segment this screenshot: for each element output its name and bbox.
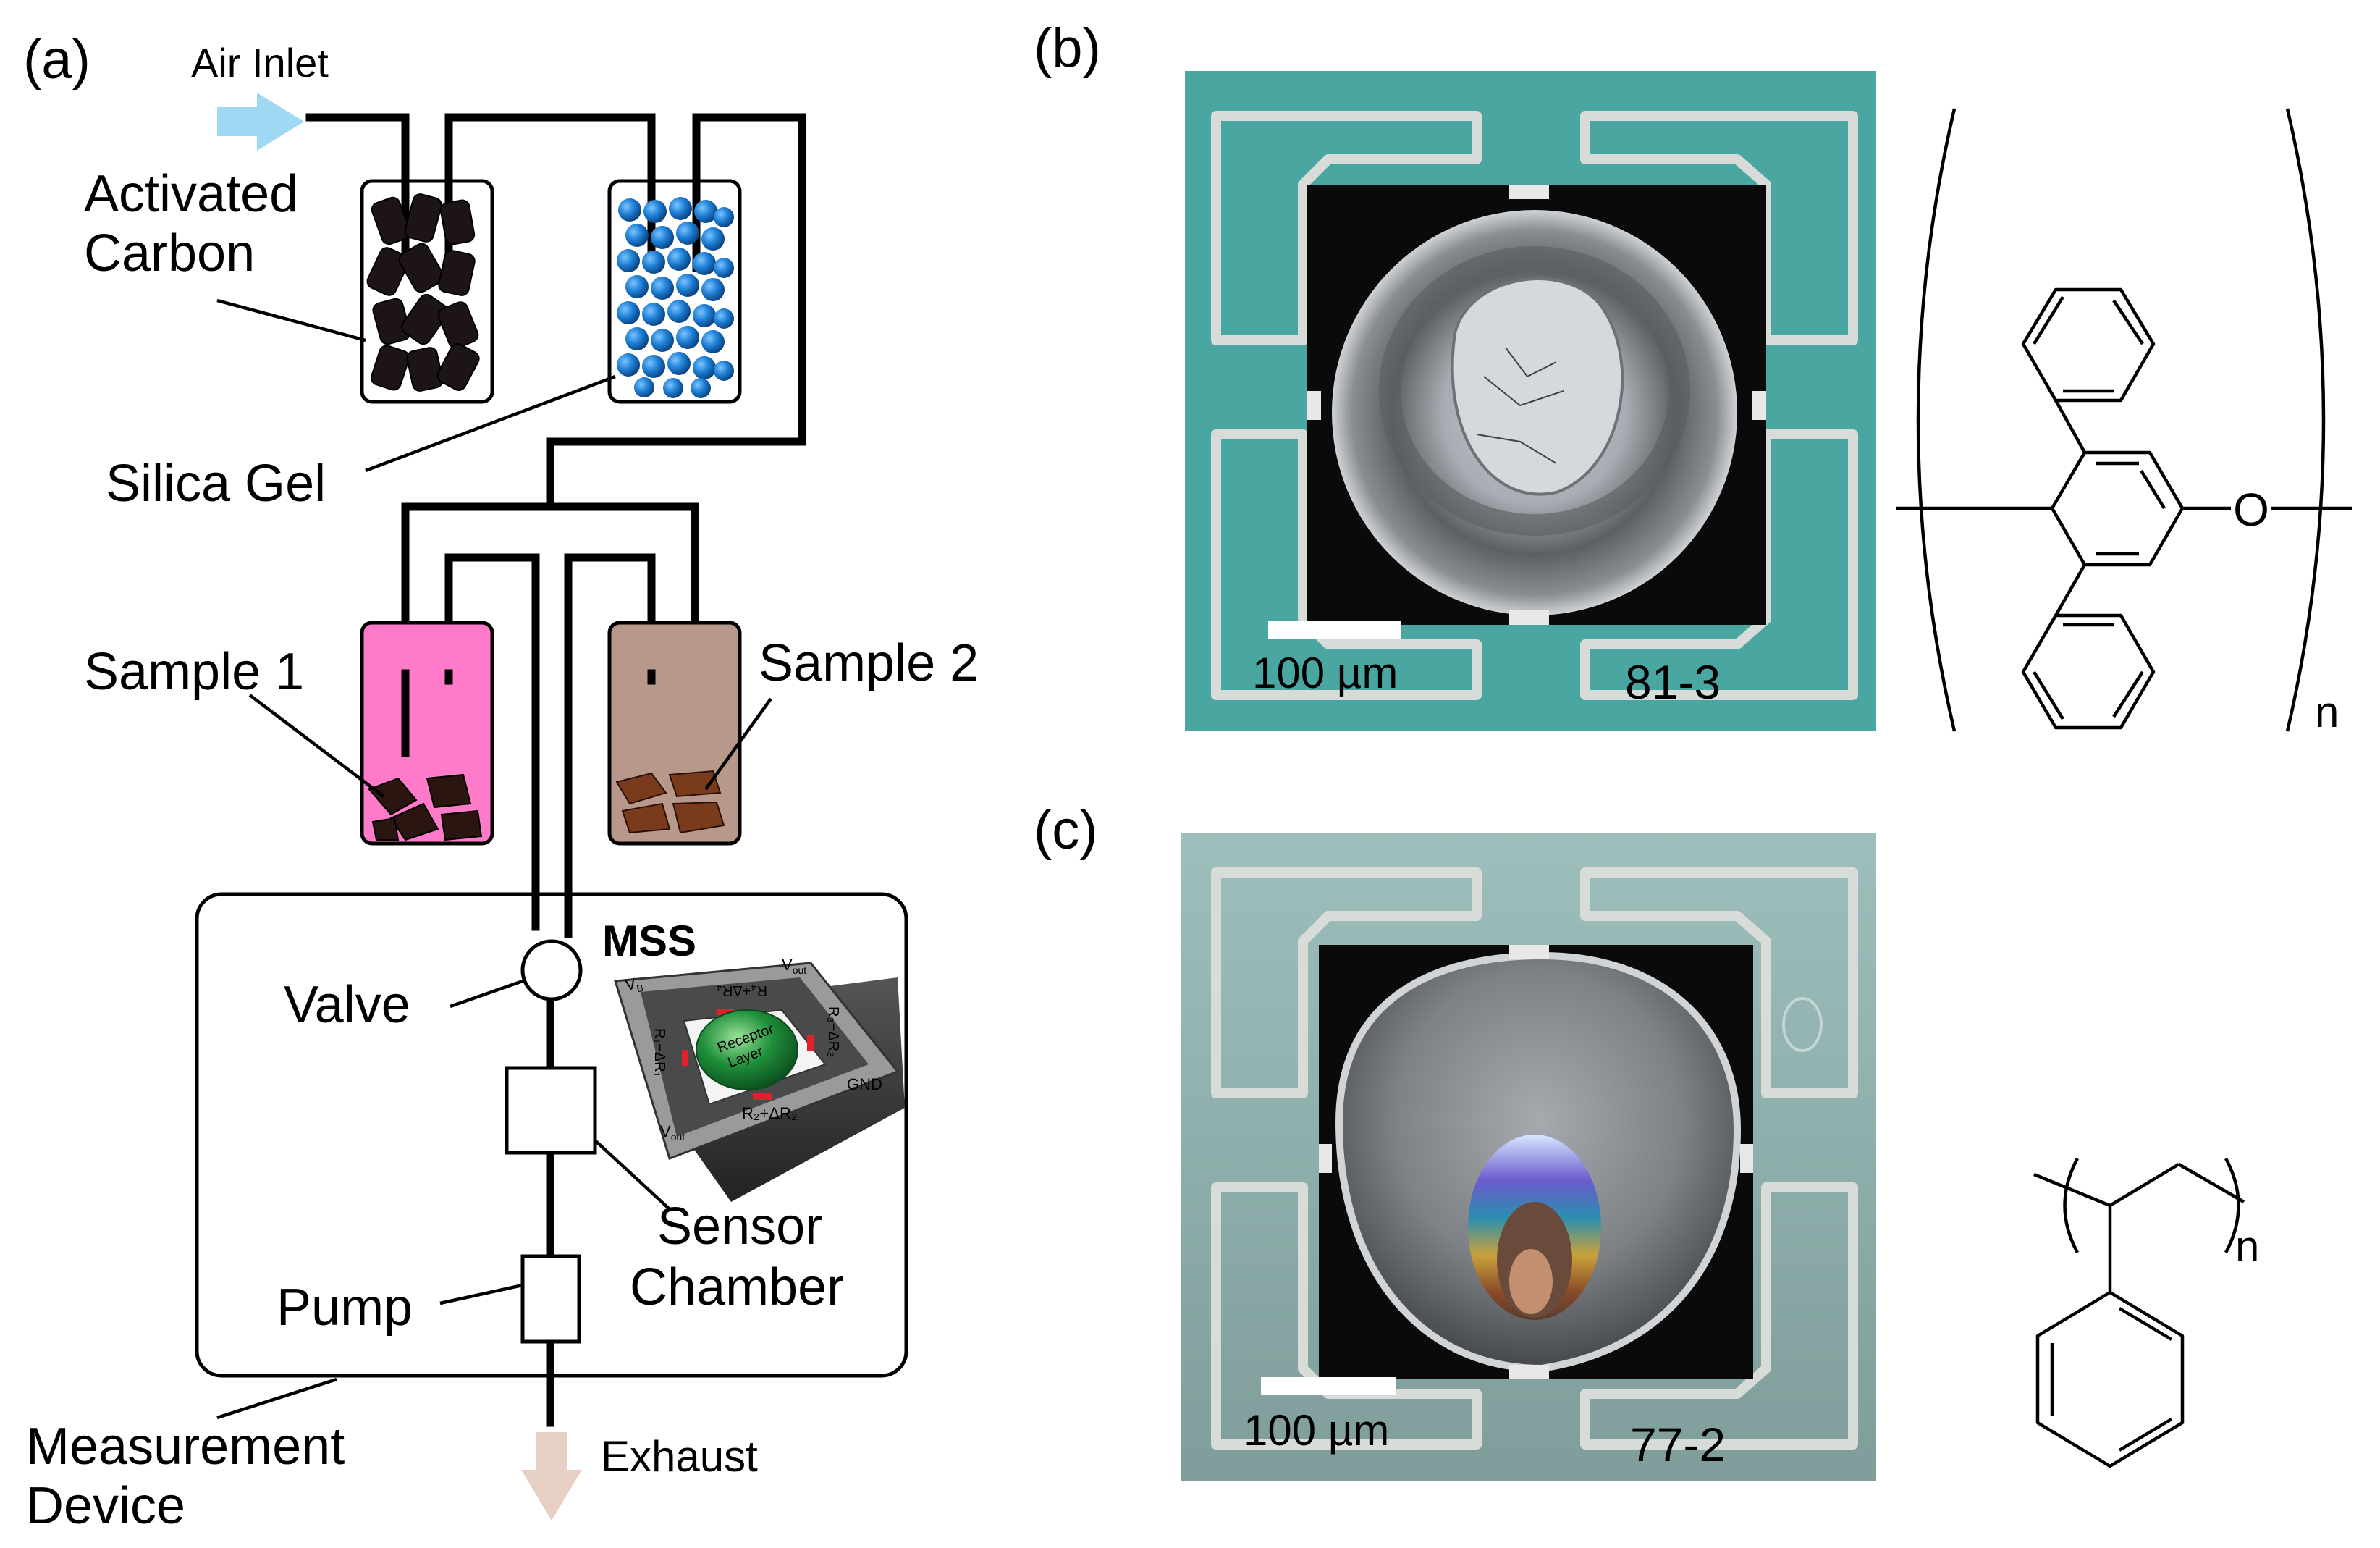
activated-carbon-label-1: Activated: [84, 165, 298, 223]
r3-label: R₃−ΔR₃: [825, 1006, 841, 1057]
pump: [520, 1254, 581, 1344]
n-label-c: n: [2235, 1222, 2259, 1271]
mss-chip: MSS Receptor Layer VB Vout Vout GND R₄+Δ…: [602, 917, 905, 1202]
r2-label: R₂+ΔR₂: [742, 1104, 797, 1122]
pump-label: Pump: [277, 1279, 413, 1337]
exhaust-arrow: [521, 1432, 582, 1520]
r1-label: R₁−ΔR₁: [651, 1028, 667, 1077]
chem-structure-b: [1896, 108, 2352, 732]
vb-label: VB: [624, 973, 645, 996]
measurement-device-box: [195, 892, 908, 1378]
scale-label-b: 100 µm: [1252, 649, 1398, 697]
silica-gel-label: Silica Gel: [106, 455, 326, 513]
measurement-device-label-1: Measurement: [26, 1418, 345, 1476]
sample1-pieces: [368, 773, 483, 841]
activated-carbon-label-2: Carbon: [84, 224, 255, 282]
panel-b-label: (b): [1034, 17, 1101, 79]
sensor-chamber-label-1: Sensor: [657, 1198, 822, 1255]
scale-label-c: 100 µm: [1244, 1406, 1389, 1455]
valve-label: Valve: [284, 976, 410, 1034]
vout-top-label: Vout: [782, 956, 806, 976]
panel-c-label: (c): [1034, 799, 1098, 861]
vout-bottom-label: Vout: [660, 1122, 685, 1143]
exhaust-label: Exhaust: [601, 1432, 758, 1481]
sample1-container: [360, 621, 494, 846]
carbon-pellets: [366, 193, 480, 392]
air-inlet-label: Air Inlet: [191, 40, 329, 85]
sample-id-c: 77-2: [1630, 1418, 1726, 1471]
chem-structure-c: [2033, 1157, 2245, 1468]
sample2-pieces: [615, 770, 725, 834]
mss-label: MSS: [602, 917, 696, 965]
sensor-chamber-label-2: Chamber: [630, 1258, 844, 1316]
scale-bar-b: [1268, 621, 1401, 639]
valve: [520, 939, 583, 1001]
scale-bar-c: [1261, 1377, 1396, 1395]
activated-carbon-container: [360, 179, 494, 404]
silica-gel-container: [607, 179, 742, 404]
oxygen-label: O: [2233, 484, 2269, 536]
sample2-label: Sample 2: [759, 634, 979, 692]
panel-b: (b) 100 µm 81-3: [1034, 17, 2352, 736]
receptor-layer: [696, 1009, 798, 1090]
panel-a-label: (a): [23, 29, 90, 91]
micrograph-b: 100 µm 81-3: [1185, 71, 1876, 731]
piezoresistors: [682, 1009, 814, 1100]
n-label-b: n: [2315, 688, 2339, 736]
silica-beads: [617, 197, 734, 398]
r4-label: R₄+ΔR₄: [717, 983, 767, 998]
gnd-label: GND: [847, 1075, 882, 1093]
sensor-chamber: [505, 1066, 597, 1155]
panel-a: (a) Air Inlet: [23, 29, 979, 1535]
air-inlet-arrow: [217, 93, 304, 151]
sample1-label: Sample 1: [84, 643, 304, 701]
panel-c: (c) 100 µm 77-2: [1034, 799, 2259, 1481]
micrograph-c: 100 µm 77-2: [1181, 833, 1876, 1481]
sample-id-b: 81-3: [1625, 655, 1721, 709]
sample2-container: [607, 621, 742, 846]
measurement-device-label-2: Device: [26, 1477, 185, 1535]
